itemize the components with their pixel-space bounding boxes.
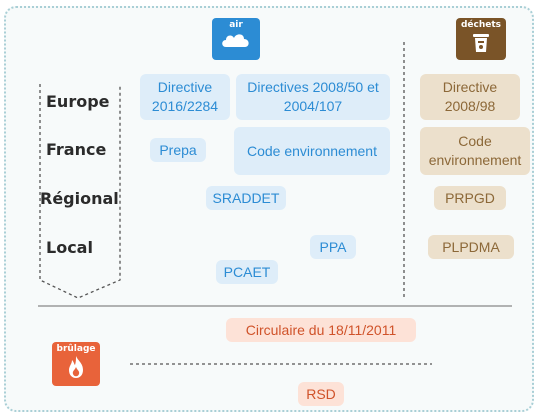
air-prepa: Prepa: [150, 138, 206, 162]
air-label: air: [229, 20, 243, 30]
air-ppa: PPA: [310, 235, 356, 259]
waste-prpgd: PRPGD: [434, 186, 506, 210]
air-icon-badge: air: [212, 18, 260, 60]
air-directive-2016: Directive 2016/2284: [140, 74, 230, 120]
burning-circulaire: Circulaire du 18/11/2011: [226, 318, 416, 342]
level-france: France: [46, 140, 107, 159]
waste-icon-badge: déchets: [456, 18, 506, 60]
air-sraddet: SRADDET: [206, 186, 286, 210]
air-code-environnement: Code environnement: [234, 127, 390, 175]
trash-bin-icon: [473, 34, 489, 52]
level-local: Local: [46, 238, 93, 257]
waste-label: déchets: [460, 20, 502, 30]
waste-code-environnement: Code environnement: [420, 127, 530, 175]
cloud-icon: [222, 34, 249, 47]
air-pcaet: PCAET: [216, 260, 278, 284]
burning-rsd: RSD: [298, 382, 344, 406]
burning-icon-badge: brûlage: [52, 342, 100, 386]
level-bracket: [39, 84, 121, 299]
level-europe: Europe: [46, 92, 110, 111]
air-directives-2008: Directives 2008/50 et 2004/107: [236, 74, 390, 120]
waste-directive-2008-98: Directive 2008/98: [420, 74, 520, 120]
waste-plpdma: PLPDMA: [428, 235, 514, 259]
level-regional: Régional: [40, 189, 119, 208]
flame-icon: [69, 356, 83, 378]
burning-label: brûlage: [56, 344, 96, 354]
